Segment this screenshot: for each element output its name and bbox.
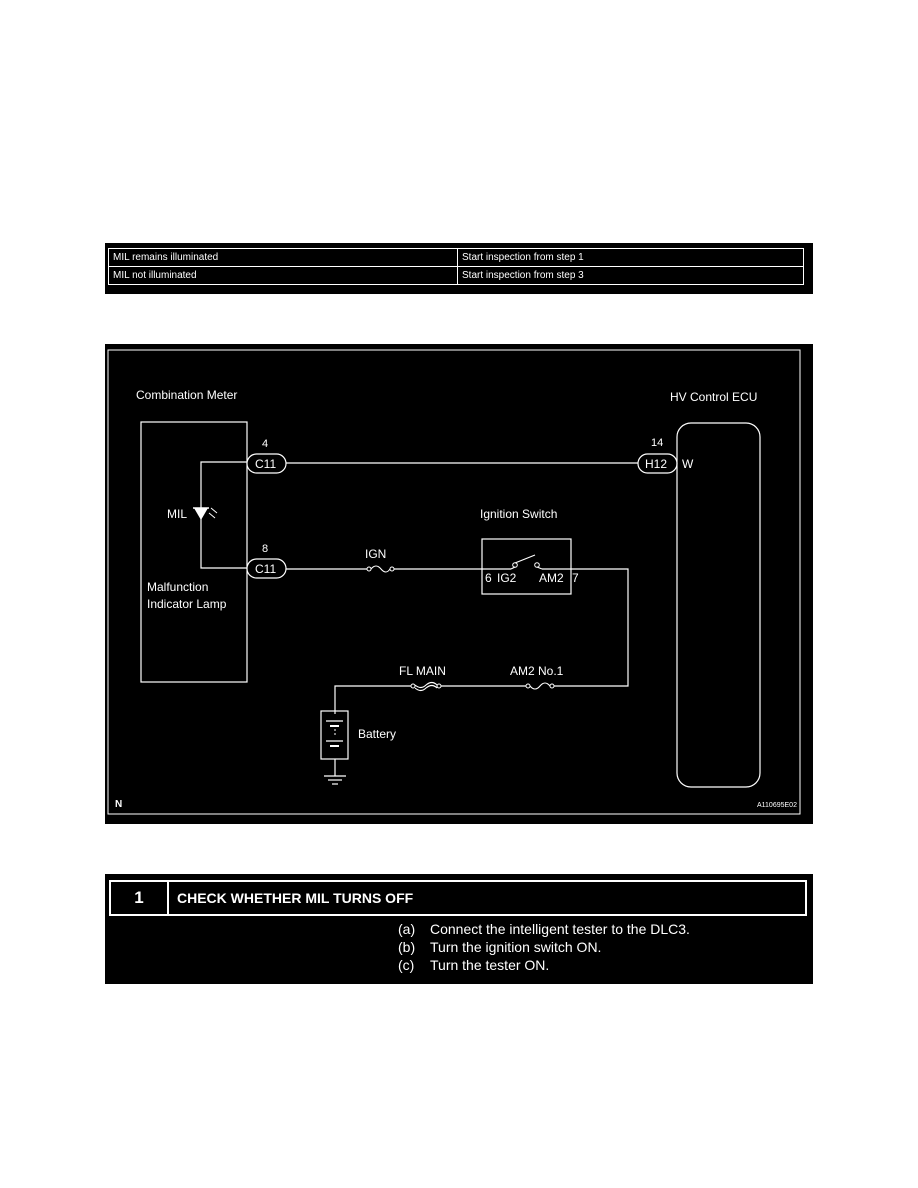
connector-label: C11 <box>255 562 276 576</box>
fuse-ign-label: IGN <box>365 547 386 561</box>
action-cell: Start inspection from step 1 <box>457 248 804 267</box>
switch-pin-ig2: IG2 <box>497 571 517 585</box>
ignition-switch-label: Ignition Switch <box>480 507 557 521</box>
switch-pin-number: 6 <box>485 571 492 585</box>
step-header: 1 CHECK WHETHER MIL TURNS OFF <box>109 880 807 916</box>
hv-control-ecu-label: HV Control ECU <box>670 390 757 404</box>
table-row: MIL remains illuminated Start inspection… <box>108 248 804 267</box>
fuse-am2-label: AM2 No.1 <box>510 664 564 678</box>
figure-code: A110695E02 <box>757 802 797 809</box>
switch-contact-icon <box>510 554 543 570</box>
fuse-fl-main-label: FL MAIN <box>399 664 446 678</box>
battery-cells-icon <box>326 720 343 747</box>
pin-number: 8 <box>262 543 268 555</box>
pin-number: 4 <box>262 438 268 450</box>
lamp-label-line1: Malfunction <box>147 580 208 594</box>
switch-pin-am2: AM2 <box>539 571 564 585</box>
table-row: MIL not illuminated Start inspection fro… <box>108 266 804 285</box>
hv-control-ecu-box <box>676 422 761 788</box>
action-cell: Start inspection from step 3 <box>457 266 804 285</box>
wire-segment <box>542 568 629 687</box>
instruction-label: (a) <box>398 921 416 937</box>
diagram-frame <box>107 349 801 815</box>
step-section: 1 CHECK WHETHER MIL TURNS OFF (a) Connect… <box>105 874 813 984</box>
instruction-text: Turn the tester ON. <box>430 957 550 973</box>
wiring-diagram: Combination Meter Malfunction Indicator … <box>105 344 813 824</box>
list-item: (a) Connect the intelligent tester to the… <box>398 920 690 938</box>
fuse-ign-icon <box>366 565 395 573</box>
connector-label: C11 <box>255 457 276 471</box>
ground-icon <box>324 775 346 785</box>
instruction-label: (c) <box>398 957 415 973</box>
step-number: 1 <box>111 882 169 914</box>
list-item: (c) Turn the tester ON. <box>398 956 690 974</box>
mil-internal-wire <box>200 461 247 569</box>
corner-mark: N <box>115 799 122 810</box>
combination-meter-box <box>140 421 248 683</box>
connector-label: H12 <box>645 457 667 471</box>
light-rays-icon <box>208 507 218 519</box>
wire-segment <box>334 685 411 714</box>
instruction-text: Turn the ignition switch ON. <box>430 939 602 955</box>
lamp-label-line2: Indicator Lamp <box>147 597 227 611</box>
condition-cell: MIL not illuminated <box>108 266 458 285</box>
battery-label: Battery <box>358 727 396 741</box>
fuse-fl-main-icon <box>410 681 442 692</box>
switch-pin-number: 7 <box>572 571 579 585</box>
list-item: (b) Turn the ignition switch ON. <box>398 938 690 956</box>
instruction-list: (a) Connect the intelligent tester to the… <box>398 920 690 974</box>
instruction-text: Connect the intelligent tester to the DL… <box>430 921 690 937</box>
mil-diode-icon <box>194 508 208 520</box>
instruction-label: (b) <box>398 939 416 955</box>
fuse-am2-icon <box>525 682 555 690</box>
condition-cell: MIL remains illuminated <box>108 248 458 267</box>
mil-label: MIL <box>167 507 187 521</box>
pin-number: 14 <box>651 437 663 449</box>
condition-table: MIL remains illuminated Start inspection… <box>105 243 813 294</box>
wire-color-label: W <box>682 457 694 471</box>
ignition-switch-box <box>481 538 572 595</box>
combination-meter-label: Combination Meter <box>136 388 237 402</box>
step-title: CHECK WHETHER MIL TURNS OFF <box>177 890 414 906</box>
wiring-diagram-svg: Combination Meter Malfunction Indicator … <box>107 349 801 815</box>
